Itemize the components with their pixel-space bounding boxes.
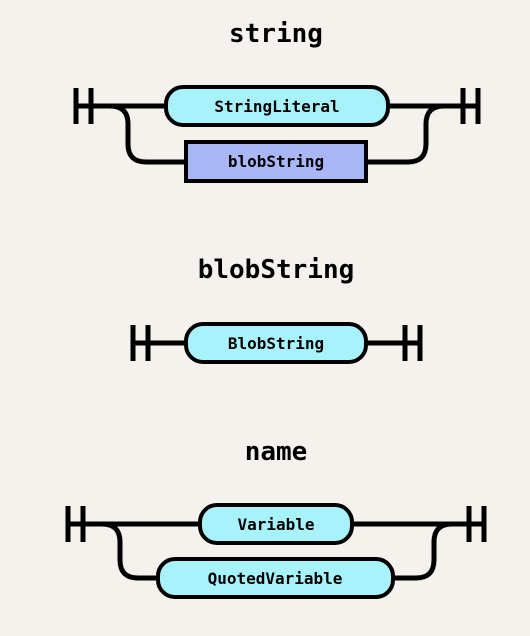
rail-lines: [130, 325, 423, 361]
diagram-blobstring: blobString BlobString: [130, 255, 423, 364]
terminal-node: StringLiteral: [164, 85, 390, 127]
node-label: blobString: [228, 152, 324, 171]
terminal-node: BlobString: [184, 322, 368, 364]
diagram-name: name Variable QuotedVariable: [65, 437, 487, 599]
terminal-node: QuotedVariable: [156, 557, 395, 599]
rail-lines: [73, 88, 481, 165]
node-label: Variable: [237, 515, 314, 534]
diagram-title: blobString: [198, 255, 355, 285]
diagram-title: string: [229, 19, 323, 49]
nonterminal-node: blobString: [184, 140, 368, 183]
node-label: BlobString: [228, 334, 324, 353]
terminal-node: Variable: [198, 503, 354, 545]
rail-lines: [65, 506, 487, 581]
diagram-title: name: [245, 437, 308, 467]
node-label: StringLiteral: [214, 97, 339, 116]
node-label: QuotedVariable: [208, 569, 343, 588]
diagram-string: string StringLiteral blobString: [73, 19, 481, 183]
